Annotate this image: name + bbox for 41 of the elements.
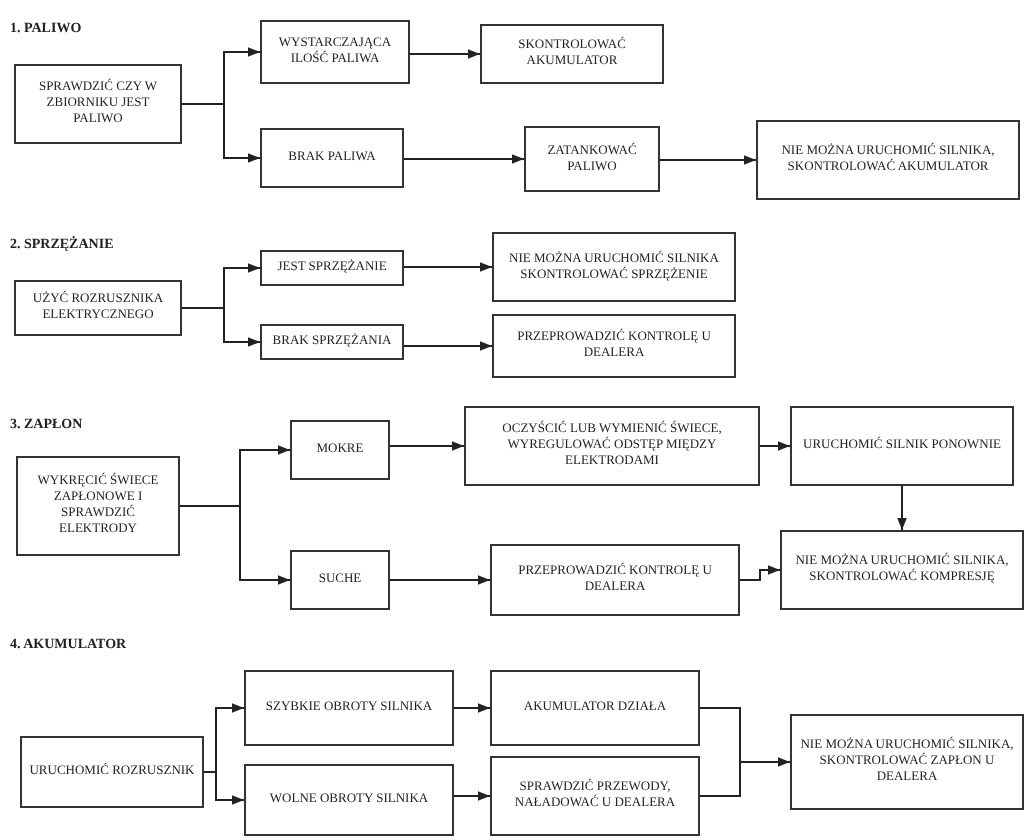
arrow <box>203 771 245 805</box>
process-box <box>780 530 1024 610</box>
arrow <box>897 485 907 531</box>
arrow <box>403 341 493 351</box>
process-box <box>790 714 1024 810</box>
process-box <box>290 420 390 480</box>
process-box <box>490 670 700 746</box>
process-box <box>290 550 390 610</box>
process-box <box>480 24 664 84</box>
arrow <box>403 262 493 272</box>
process-box <box>490 756 700 836</box>
arrow <box>699 757 791 797</box>
arrow <box>403 154 525 164</box>
process-box <box>492 232 736 302</box>
process-box <box>790 406 1014 486</box>
process-box <box>14 280 182 336</box>
arrow <box>453 791 491 801</box>
process-box <box>260 250 404 286</box>
process-box <box>260 20 410 84</box>
arrow <box>759 441 791 451</box>
arrow <box>181 307 261 347</box>
process-box <box>244 670 454 746</box>
process-box <box>756 120 1020 200</box>
arrow <box>739 565 781 581</box>
process-box <box>260 324 404 360</box>
process-box <box>524 126 660 192</box>
arrow <box>453 703 491 713</box>
process-box <box>492 314 736 378</box>
process-box <box>16 456 180 556</box>
process-box <box>20 736 204 808</box>
process-box <box>464 406 760 486</box>
process-box <box>244 764 454 836</box>
arrow <box>181 103 261 163</box>
arrow <box>179 505 291 585</box>
arrow <box>409 49 481 59</box>
process-box <box>260 128 404 188</box>
process-box <box>490 544 740 616</box>
process-box <box>14 64 182 144</box>
arrow <box>389 441 465 451</box>
arrow <box>389 575 491 585</box>
arrow <box>659 155 757 165</box>
